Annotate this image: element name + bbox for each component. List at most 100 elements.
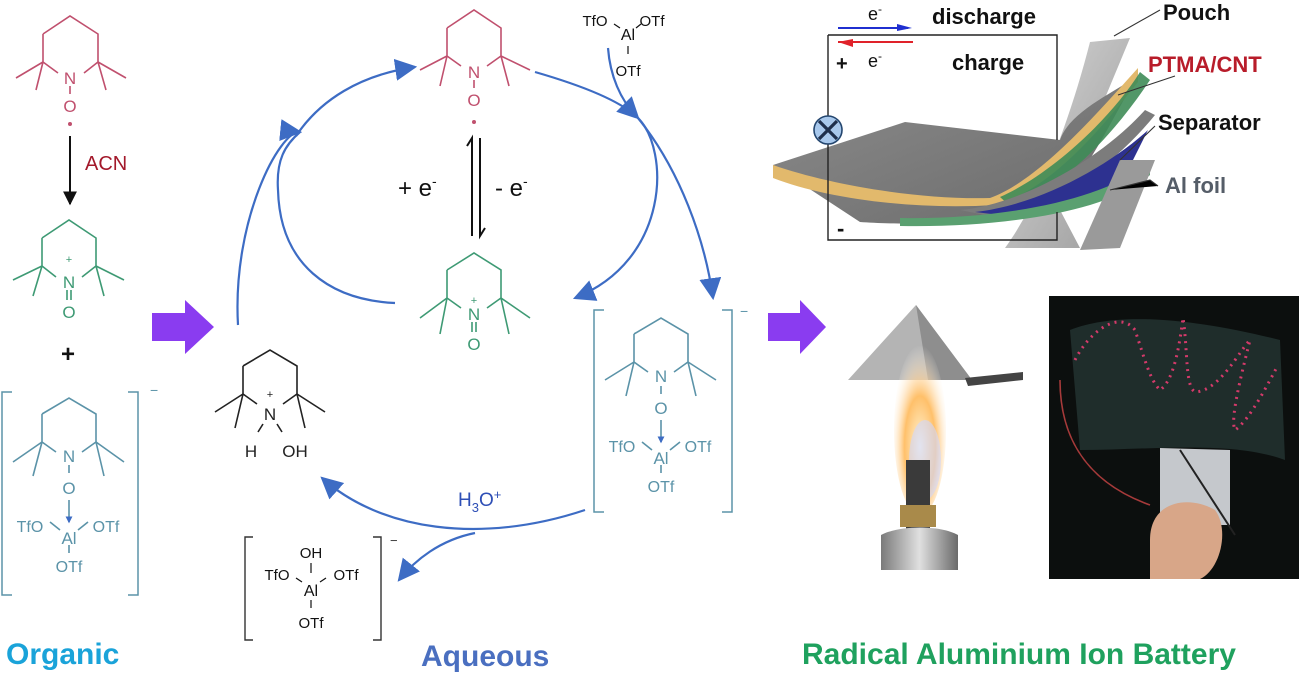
pouch-callout-line [1113,9,1161,37]
al-triflate-otf-right: OTf [640,13,666,30]
complex-tfo-left: TfO [17,519,44,536]
burner-collar [900,505,936,527]
aqueous-section: N O + e- - e- + N O TfO OTf Al OTf [214,9,748,641]
arrow-to-oxoammonium [572,117,659,301]
organic-section: N O ACN + N O + − N [1,15,158,596]
aluminate-al: Al [304,583,318,600]
aluminium-triflate: TfO OTf Al OTf [583,13,666,80]
aqueous-complex-otf-right: OTf [685,439,712,456]
discharge-arrowhead-icon [897,24,912,31]
aqueous-title: Aqueous [421,640,549,673]
al-triflate-tfo-left: TfO [583,13,608,30]
load-symbol-icon [813,115,843,145]
flame-test-photo [848,305,1023,570]
arrow-to-radical [295,58,418,137]
aqueous-complex-otf-bottom: OTf [648,479,675,496]
radical-dot-icon [68,122,72,126]
arrow-oxoammonium-return [276,131,396,305]
aqueous-complex-al: Al [653,449,668,468]
ptma-callout-line [1117,75,1176,96]
aluminate-oh: OH [300,545,323,562]
aqueous-radical-o: O [467,91,480,110]
aluminate-tfo-left: TfO [265,567,290,584]
complex-n-atom: N [63,447,75,466]
oxoammonium-charge: + [66,254,72,266]
aqueous-complex-n: N [655,367,667,386]
charge-electron-label: e- [868,49,882,71]
tongs [965,372,1023,386]
aluminate-charge: − [390,533,398,548]
tempo-n-atom: N [64,69,76,88]
oxoammonium-molecule [12,219,125,300]
complex-left-bracket [593,309,604,513]
hydroxylamine-oh: OH [282,442,308,461]
acn-label: ACN [85,153,127,175]
ptma-cnt-label: PTMA/CNT [1148,52,1262,77]
oxoammonium-o-atom: O [62,303,75,322]
tempo-o-atom: O [63,97,76,116]
oxoammonium-n-atom: N [63,273,75,292]
discharge-label: discharge [932,4,1036,29]
aqueous-oxoammonium-charge: + [471,295,477,307]
aqueous-oxoammonium-n: N [468,305,480,324]
arrow-hydroxylamine-to-intermediate [236,119,303,326]
arrow-to-complex [637,117,722,301]
left-bracket [1,391,12,596]
al-triflate-otf-bottom: OTf [616,63,642,80]
complex-right-bracket [722,309,733,513]
aluminate-right-bracket [373,536,382,641]
aqueous-tempo-radical [419,9,531,88]
arrow-to-hydroxylamine [320,476,586,531]
arrow-al-triflate-join [606,47,639,119]
red-wire [1059,379,1151,506]
aqueous-oxoammonium-o: O [467,335,480,354]
reduction-label: + e- [398,173,437,202]
catalytic-cycle-arrows [236,47,722,582]
arrow-to-aluminate [397,531,476,582]
right-bracket [128,391,139,596]
aluminate-left-bracket [244,536,253,641]
positive-terminal: + [836,53,848,75]
negative-terminal: - [837,216,844,241]
aqueous-oxoammonium [419,252,531,335]
tempo-radical-molecule [15,15,127,94]
burner-base [881,527,958,570]
separator-callout-line [1119,125,1156,161]
hydroxylamine-n: N [264,405,276,424]
al-foil-label: Al foil [1165,173,1226,198]
hydroxylamine-molecule [214,349,326,433]
al-foil-layer [1080,160,1155,250]
discharge-electron-label: e- [868,2,882,24]
led-strip-demo-photo [1049,296,1299,579]
transition-arrow-organic-to-aqueous [152,300,214,354]
charge-arrowhead-icon [838,39,853,47]
ptma-cnt-green-edge [1000,72,1150,206]
transition-arrow-aqueous-to-battery [768,300,826,354]
aqueous-radical-dot-icon [472,120,476,124]
hand [1150,502,1223,579]
hydroxylamine-charge: + [267,389,273,401]
led-strip [1073,317,1280,433]
oxidation-label: - e- [495,173,528,202]
aqueous-radical-n: N [468,63,480,82]
complex-otf-right: OTf [93,519,120,536]
tempo-al-complex-organic: − N O TfO OTf Al OTf [1,382,158,596]
charge-label: charge [952,50,1024,75]
complex-o-atom: O [62,479,75,498]
aqueous-complex-o: O [654,399,667,418]
hydronium-label: H3O+ [458,487,501,515]
al-triflate-al: Al [621,27,635,44]
aqueous-complex-charge: − [740,303,748,319]
complex-charge: − [150,382,158,398]
complex-al-atom: Al [61,529,76,548]
complex-otf-bottom: OTf [56,559,83,576]
aqueous-complex-tfo-left: TfO [609,439,636,456]
al-foil-callout-line [1109,179,1159,191]
tempo-al-complex-aqueous: − N O TfO OTf Al OTf [593,303,748,513]
redox-equilibrium-arrows [466,134,486,240]
separator-label: Separator [1158,110,1261,135]
aluminate-product: − OH TfO OTf Al OTf [244,533,398,641]
al-foil-green-edge [900,160,1150,227]
aluminate-otf-right: OTf [334,567,360,584]
